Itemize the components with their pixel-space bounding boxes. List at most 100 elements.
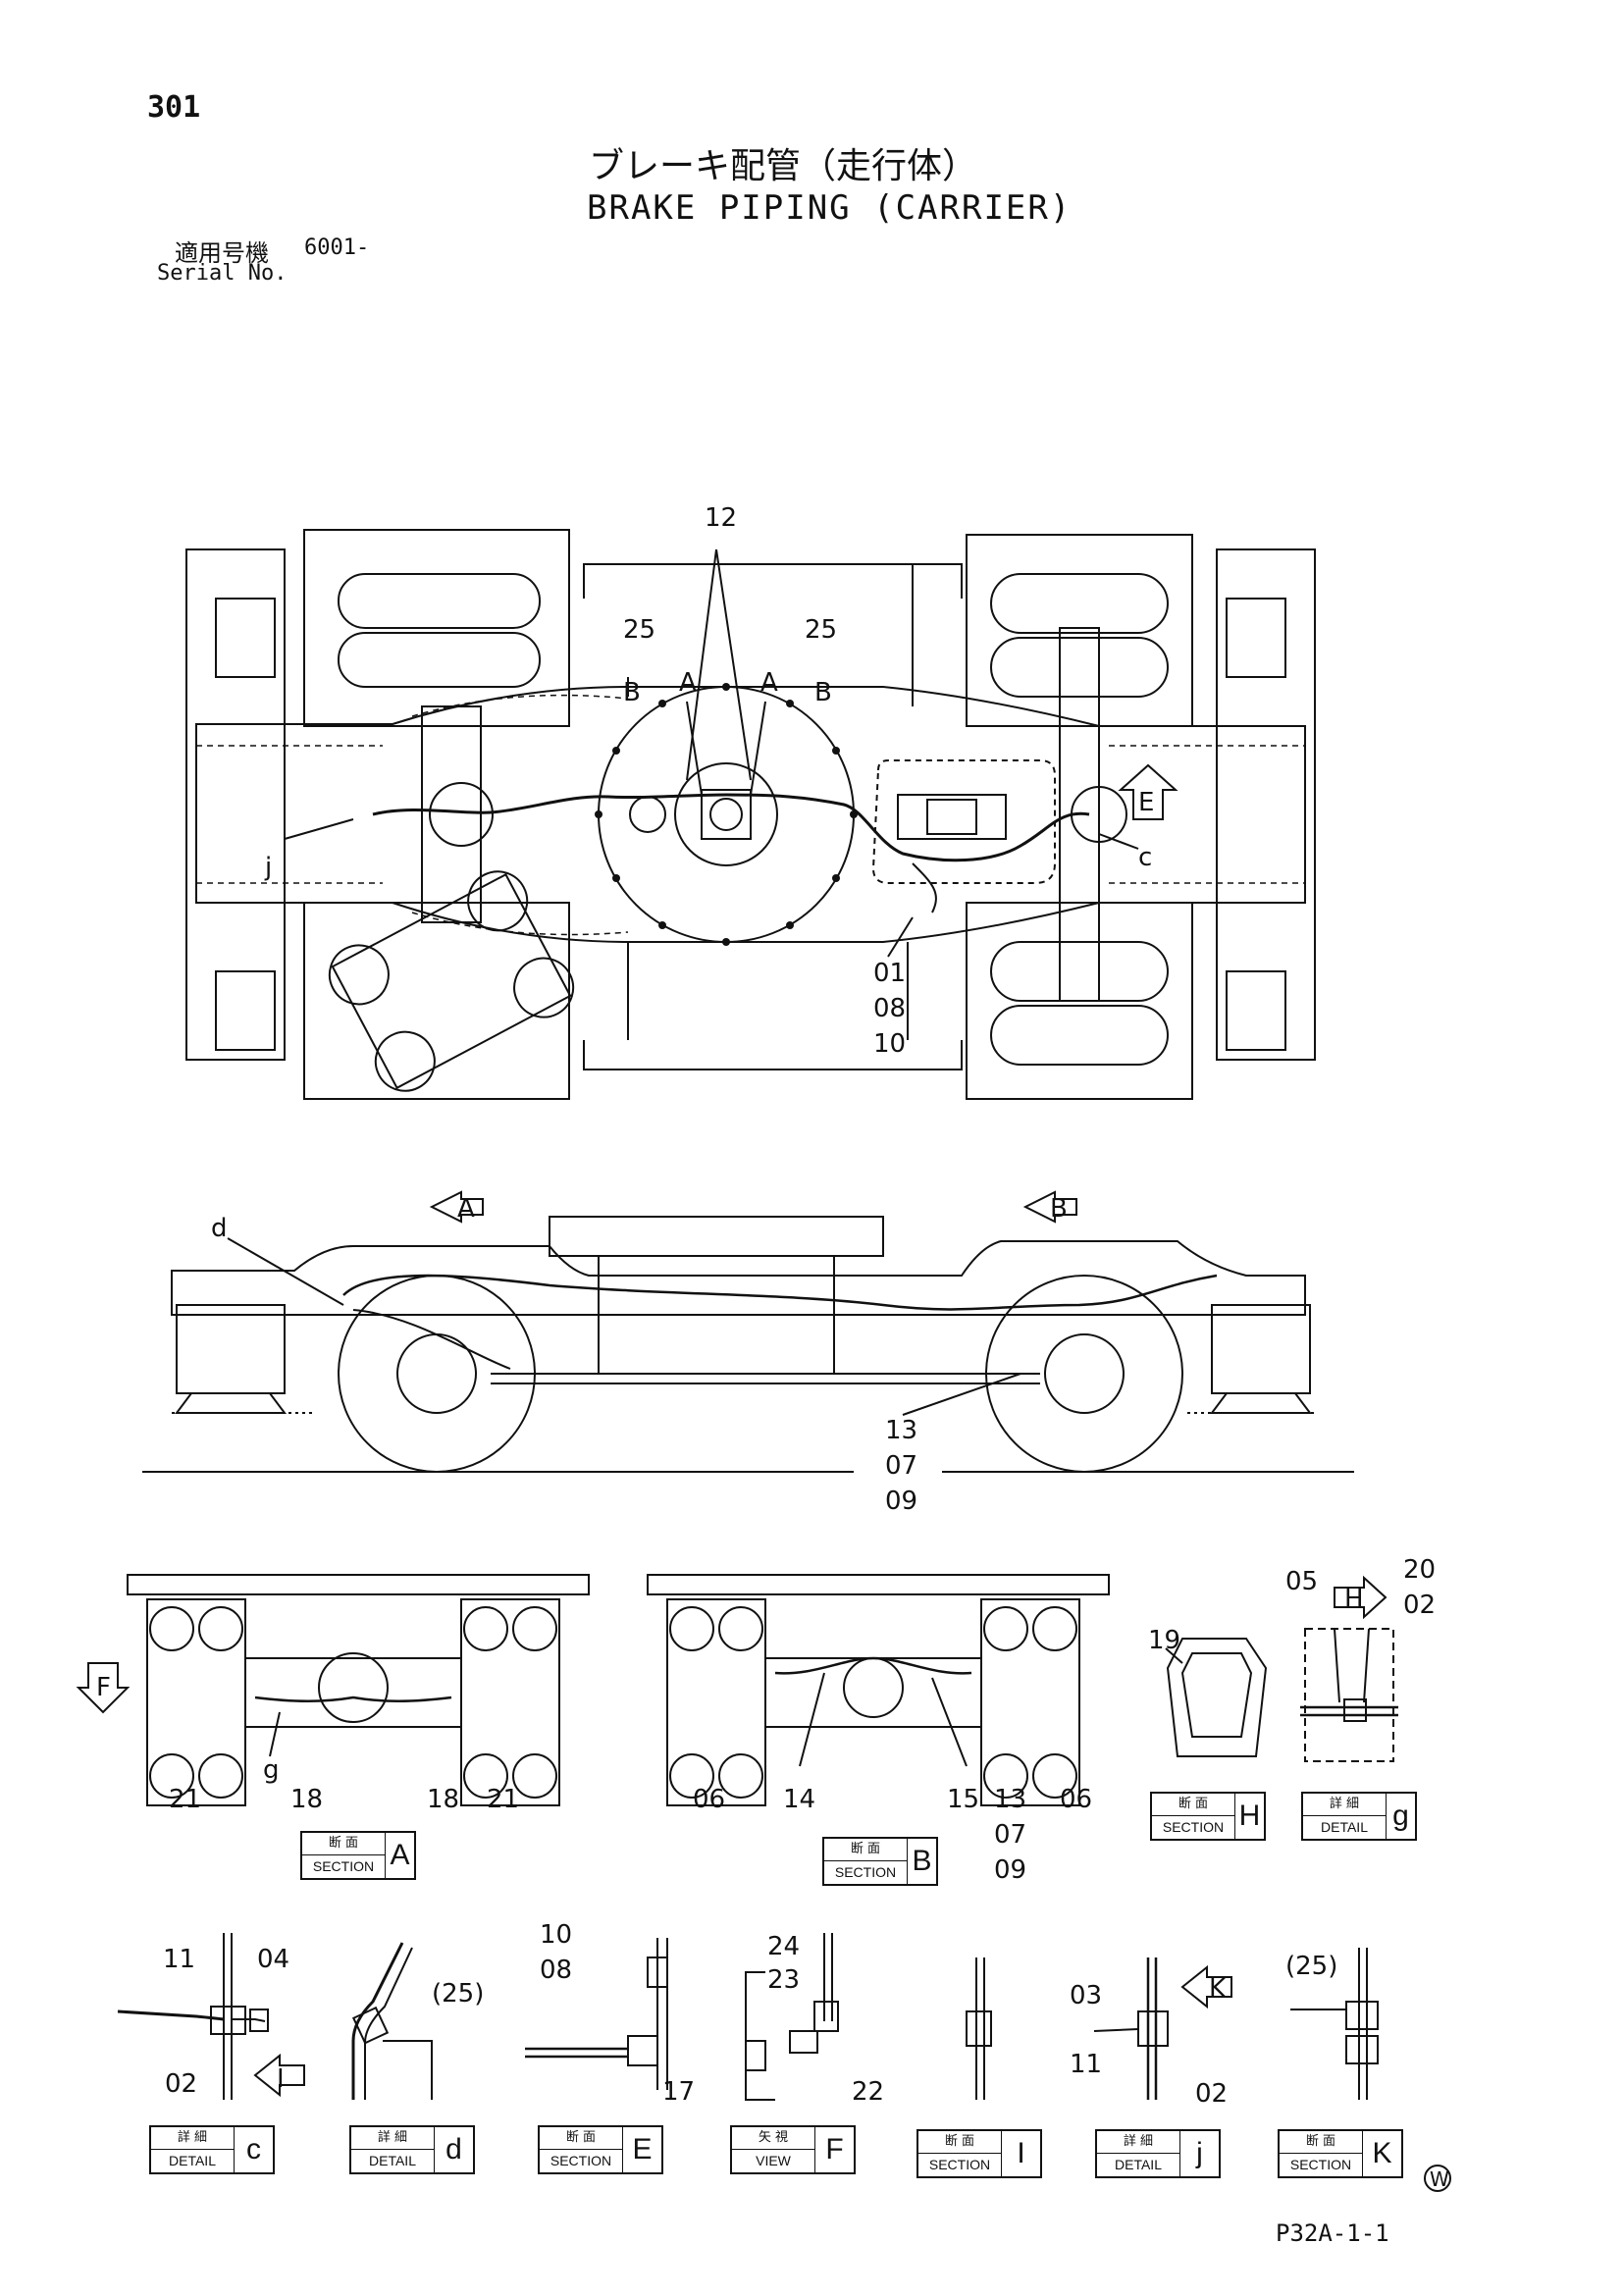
- callout-01: 01: [873, 959, 906, 988]
- callout-08-e: 08: [540, 1956, 572, 1985]
- section-e-box-jp: 断 面: [540, 2127, 622, 2150]
- callout-g: g: [263, 1755, 280, 1785]
- callout-b-right: B: [814, 678, 832, 707]
- serial-label-japanese: 適用号機: [175, 239, 269, 267]
- callout-18-left: 18: [290, 1785, 323, 1814]
- section-k-box-letter: K: [1372, 2137, 1392, 2169]
- detail-j-box-en: DETAIL: [1115, 2157, 1162, 2172]
- section-i-box-letter: I: [1017, 2137, 1025, 2169]
- detail-d-box-jp: 詳 細: [351, 2127, 434, 2150]
- section-a-box-letter: A: [390, 1839, 410, 1871]
- callout-17: 17: [662, 2077, 695, 2107]
- callout-07-b: 07: [994, 1820, 1026, 1850]
- detail-d-box-letter: d: [445, 2133, 462, 2166]
- callout-25-left: 25: [623, 615, 655, 645]
- top-view: [185, 529, 1316, 1100]
- section-a-box-en: SECTION: [312, 1858, 375, 1874]
- detail-c-box-jp: 詳 細: [151, 2127, 234, 2150]
- watermark-mark: W: [1430, 2167, 1449, 2191]
- callout-02-g: 02: [1403, 1591, 1436, 1620]
- section-a-box: 断 面 SECTION A: [300, 1831, 416, 1880]
- callout-19: 19: [1148, 1626, 1180, 1655]
- detail-g-drawing: [1300, 1575, 1398, 1762]
- view-f-box-en: VIEW: [756, 2153, 791, 2168]
- detail-c-box-letter: c: [246, 2133, 261, 2166]
- detail-c-box-en: DETAIL: [169, 2153, 216, 2168]
- section-b-drawing: [647, 1574, 1110, 1806]
- view-f-drawing: [745, 1933, 839, 2101]
- detail-c-drawing: [117, 1933, 305, 2100]
- callout-21-right: 21: [487, 1785, 519, 1814]
- section-a-box-jp: 断 面: [302, 1833, 385, 1855]
- callout-d: d: [211, 1214, 228, 1243]
- callout-06-right: 06: [1060, 1785, 1092, 1814]
- arrow-i-label: I: [277, 2064, 285, 2094]
- callout-j: j: [264, 853, 272, 882]
- callout-b-left: B: [623, 678, 641, 707]
- callout-18-right: 18: [427, 1785, 459, 1814]
- callout-25-k: (25): [1285, 1952, 1337, 1981]
- detail-g-box-jp: 詳 細: [1303, 1794, 1386, 1816]
- section-k-box-en: SECTION: [1289, 2157, 1352, 2172]
- callout-06-left: 06: [693, 1785, 725, 1814]
- detail-j-drawing: [1093, 1957, 1232, 2100]
- section-a-drawing: [76, 1574, 590, 1806]
- callout-14: 14: [783, 1785, 815, 1814]
- title-english: BRAKE PIPING (CARRIER): [587, 188, 1073, 228]
- title-japanese: ブレーキ配管（走行体）: [589, 146, 978, 186]
- detail-c-box: 詳 細 DETAIL c: [149, 2125, 275, 2174]
- section-i-drawing: [966, 1957, 992, 2100]
- page-number: 301: [147, 90, 201, 125]
- callout-05: 05: [1285, 1567, 1318, 1596]
- callout-24: 24: [767, 1932, 800, 1961]
- callout-09: 09: [885, 1487, 917, 1516]
- arrow-k-label: K: [1209, 1974, 1227, 2004]
- callout-25-right: 25: [805, 615, 837, 645]
- section-h-box-en: SECTION: [1162, 1819, 1225, 1835]
- drawing-code: P32A-1-1: [1276, 2219, 1389, 2247]
- callout-13-b: 13: [994, 1785, 1026, 1814]
- detail-d-box-en: DETAIL: [369, 2153, 416, 2168]
- section-h-box-letter: H: [1238, 1800, 1261, 1832]
- callout-15: 15: [947, 1785, 979, 1814]
- side-view: [142, 1190, 1354, 1473]
- callout-04: 04: [257, 1945, 289, 1974]
- serial-label-english: Serial No.: [157, 261, 288, 286]
- section-i-box-jp: 断 面: [918, 2131, 1001, 2154]
- section-e-box-en: SECTION: [550, 2153, 612, 2168]
- callout-21-left: 21: [169, 1785, 201, 1814]
- detail-g-box-en: DETAIL: [1321, 1819, 1368, 1835]
- arrow-b-label: B: [1050, 1194, 1068, 1224]
- callout-08: 08: [873, 994, 906, 1023]
- callout-23: 23: [767, 1965, 800, 1995]
- detail-g-box-letter: g: [1392, 1800, 1409, 1832]
- callout-02-j: 02: [1195, 2079, 1228, 2109]
- callout-10-e: 10: [540, 1920, 572, 1950]
- section-k-box: 断 面 SECTION K: [1278, 2129, 1403, 2178]
- callout-07: 07: [885, 1451, 917, 1481]
- callout-a-left: A: [679, 668, 697, 698]
- section-k-drawing: [1290, 1948, 1379, 2100]
- callout-11-c: 11: [163, 1945, 195, 1974]
- section-k-box-jp: 断 面: [1280, 2131, 1362, 2154]
- callout-11-j: 11: [1070, 2050, 1102, 2079]
- detail-d-drawing: [351, 1942, 433, 2100]
- view-f-box-jp: 矢 視: [732, 2127, 814, 2150]
- callout-22: 22: [852, 2077, 884, 2107]
- callout-09-b: 09: [994, 1855, 1026, 1885]
- callout-20: 20: [1403, 1555, 1436, 1585]
- callout-e-arrow: E: [1138, 788, 1154, 817]
- callout-a-right: A: [760, 668, 778, 698]
- callout-c: c: [1138, 843, 1152, 872]
- section-b-box-jp: 断 面: [824, 1839, 907, 1861]
- detail-d-box: 詳 細 DETAIL d: [349, 2125, 475, 2174]
- section-i-box-en: SECTION: [928, 2157, 991, 2172]
- callout-02-c: 02: [165, 2069, 197, 2099]
- serial-number: 6001-: [304, 235, 370, 260]
- detail-j-box-jp: 詳 細: [1097, 2131, 1179, 2154]
